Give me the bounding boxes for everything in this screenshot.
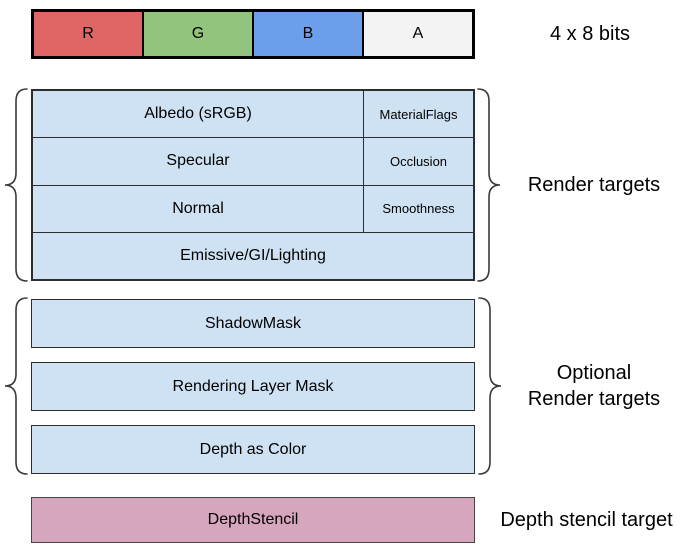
left-brace-render-targets (4, 88, 28, 282)
bits-label: 4 x 8 bits (549, 22, 631, 45)
rgba-channel-bar: R G B A (31, 9, 475, 59)
cell-normal: Normal (172, 199, 224, 217)
right-brace-render-targets (477, 88, 501, 282)
rgba-cell-r: R (34, 12, 144, 56)
rendering-layer-mask-box: Rendering Layer Mask (31, 362, 475, 411)
cell-emissive: Emissive/GI/Lighting (180, 246, 326, 264)
optional-label-line1: Optional (556, 362, 632, 384)
depth-stencil-target-label: Depth stencil target (500, 508, 673, 531)
depthstencil-box: DepthStencil (31, 497, 475, 543)
cell-albedo: Albedo (sRGB) (144, 105, 252, 123)
cell-occlusion: Occlusion (363, 138, 473, 185)
table-row-specular: Specular Occlusion (33, 137, 473, 185)
rgba-cell-b: B (254, 12, 364, 56)
cell-materialflags: MaterialFlags (363, 91, 473, 138)
render-targets-label: Render targets (527, 173, 661, 196)
rgba-cell-g: G (144, 12, 254, 56)
depth-as-color-box: Depth as Color (31, 425, 475, 474)
table-row-normal: Normal Smoothness (33, 184, 473, 232)
optional-label-line2: Render targets (527, 388, 661, 410)
left-brace-optional (4, 297, 28, 475)
cell-specular: Specular (166, 152, 230, 170)
render-targets-table: Albedo (sRGB) MaterialFlags Specular Occ… (31, 89, 475, 281)
optional-render-targets-label: Optional Render targets (498, 297, 690, 475)
rgba-cell-a: A (364, 12, 472, 56)
shadowmask-box: ShadowMask (31, 299, 475, 348)
table-row-albedo: Albedo (sRGB) MaterialFlags (33, 91, 473, 138)
table-row-emissive: Emissive/GI/Lighting (33, 231, 473, 279)
cell-smoothness: Smoothness (363, 185, 473, 232)
